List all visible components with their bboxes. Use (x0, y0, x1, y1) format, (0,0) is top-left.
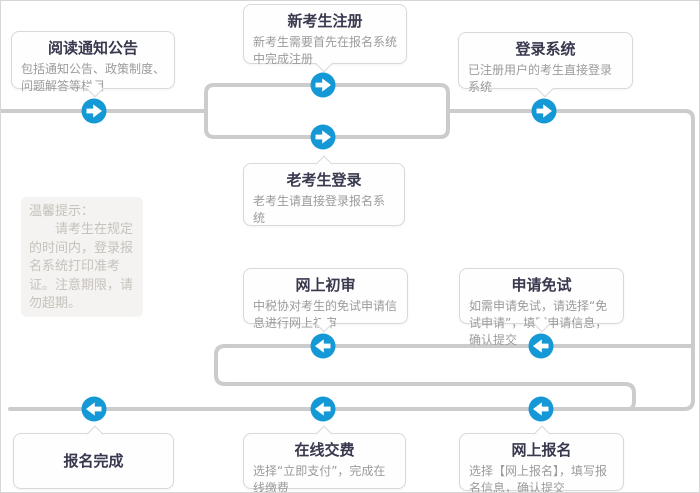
arrow-left-icon (528, 396, 554, 422)
arrow-left-icon (310, 333, 336, 359)
step-title: 网上报名 (511, 441, 572, 459)
step-online-pay: 在线交费 选择“立即支付”，完成在线缴费 (243, 425, 406, 492)
step-title: 网上初审 (295, 276, 356, 294)
arrow-right-icon (310, 124, 336, 150)
step-description: 选择“立即支付”，完成在线缴费 (253, 464, 386, 493)
step-title: 阅读通知公告 (47, 39, 138, 57)
arrow-right-icon (81, 98, 107, 124)
step-register-done: 报名完成 (13, 425, 174, 489)
arrow-left-icon (528, 333, 554, 359)
arrow-right-icon (531, 98, 557, 124)
step-new-register: 新考生注册 新考生需要首先在报名系统中完成注册 (243, 4, 407, 72)
step-old-login: 老考生登录 老考生请直接登录报名系统 (243, 155, 405, 226)
step-online-review: 网上初审 中税协对考生的免试申请信息进行网上初审 (243, 268, 408, 332)
step-title: 申请免试 (511, 276, 572, 294)
step-description: 老考生请直接登录报名系统 (253, 194, 386, 225)
step-description: 新考生需要首先在报名系统中完成注册 (253, 35, 398, 66)
step-title: 老考生登录 (286, 171, 362, 189)
step-title: 登录系统 (515, 40, 576, 58)
arrow-left-icon (310, 396, 336, 422)
step-description: 中税协对考生的免试申请信息进行网上初审 (253, 299, 398, 330)
step-title: 新考生注册 (287, 12, 363, 30)
step-online-register: 网上报名 选择【网上报名】，填写报名信息，确认提交 (459, 425, 624, 493)
step-description: 如需申请免试，请选择“免试申请”，填写申请信息，确认提交 (469, 299, 608, 347)
step-description: 选择【网上报名】，填写报名信息，确认提交 (469, 464, 608, 493)
step-title: 报名完成 (63, 452, 124, 470)
arrow-right-icon (310, 72, 336, 98)
warm-tip-note: 温馨提示： 请考生在规定的时间内，登录报名系统打印准考证。注意期限，请勿超期。 (21, 197, 143, 317)
arrow-left-icon (81, 396, 107, 422)
step-title: 在线交费 (294, 441, 355, 459)
step-description: 已注册用户的考生直接登录系统 (468, 63, 613, 94)
step-read-notice: 阅读通知公告 包括通知公告、政策制度、问题解答等栏目 (11, 31, 175, 97)
step-apply-exemption: 申请免试 如需申请免试，请选择“免试申请”，填写申请信息，确认提交 (459, 268, 624, 347)
warm-tip-heading: 温馨提示： (29, 204, 95, 219)
step-description: 包括通知公告、政策制度、问题解答等栏目 (21, 62, 166, 93)
warm-tip-body: 请考生在规定的时间内，登录报名系统打印准考证。注意期限，请勿超期。 (29, 222, 134, 312)
step-login-system: 登录系统 已注册用户的考生直接登录系统 (458, 32, 633, 97)
